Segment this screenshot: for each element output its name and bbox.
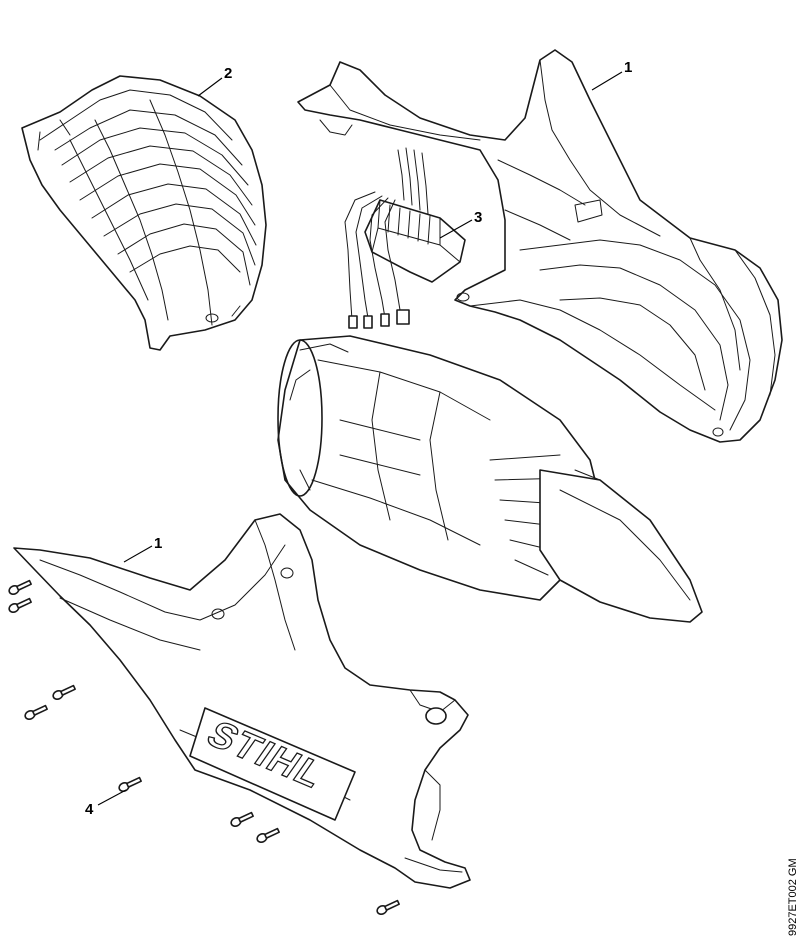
callout-label: 1	[624, 59, 632, 76]
screw	[8, 597, 32, 613]
callout-label: 4	[85, 801, 94, 818]
screw	[230, 811, 254, 827]
callout-1-top: 1	[591, 59, 632, 91]
screw	[52, 684, 76, 700]
lower-housing-part: STIHL	[13, 513, 471, 889]
upper-housing-part	[297, 49, 783, 443]
callout-label: 2	[224, 65, 232, 82]
callout-label: 3	[474, 209, 482, 226]
screw	[256, 827, 280, 843]
callout-label: 1	[154, 535, 162, 552]
intake-grille-part	[21, 75, 267, 351]
screw	[24, 704, 48, 720]
electronics-module-part	[344, 147, 466, 329]
screw-set	[8, 579, 400, 915]
callout-4: 4	[85, 789, 127, 818]
screw	[118, 776, 142, 792]
callout-3: 3	[439, 209, 482, 239]
fan-motor-assembly-part	[277, 335, 703, 623]
callout-2: 2	[197, 65, 232, 97]
drawing-code: 9927ET002 GM	[787, 858, 799, 936]
callout-1-bottom: 1	[123, 535, 162, 563]
screw	[8, 579, 32, 595]
screw	[376, 899, 400, 915]
